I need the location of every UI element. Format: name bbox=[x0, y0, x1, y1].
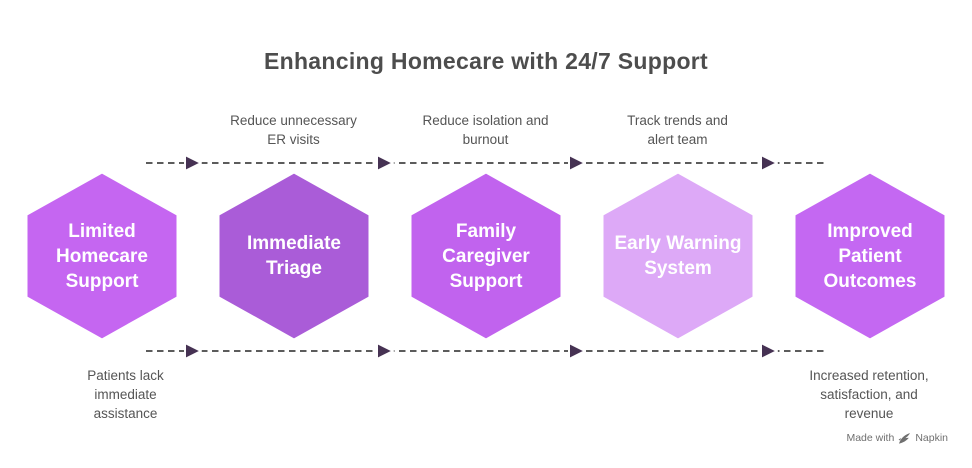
node-label-line: Homecare bbox=[56, 245, 148, 267]
edge-label-line: immediate bbox=[94, 387, 157, 402]
arrowhead-icons bbox=[184, 154, 778, 360]
hexagon-shape bbox=[216, 170, 372, 342]
watermark: Made with Napkin bbox=[846, 431, 948, 445]
node-improved-patient-outcomes: Improved Patient Outcomes bbox=[791, 170, 949, 342]
arrowhead-icon bbox=[184, 342, 202, 360]
edge-label-line: Patients lack bbox=[87, 368, 164, 383]
node-label: Limited Homecare Support bbox=[23, 170, 181, 342]
node-label: Improved Patient Outcomes bbox=[791, 170, 949, 342]
node-label-line: Improved bbox=[827, 220, 913, 242]
edge-label-line: assistance bbox=[93, 406, 158, 421]
node-label-line: Support bbox=[449, 270, 523, 292]
hexagon-shape bbox=[24, 170, 180, 342]
node-label-line: Immediate bbox=[247, 233, 341, 254]
node-label-line: Limited bbox=[68, 220, 136, 242]
node-immediate-triage: Immediate Triage bbox=[215, 170, 373, 342]
node-label: Family Caregiver Support bbox=[407, 170, 565, 342]
node-limited-homecare-support: Limited Homecare Support bbox=[23, 170, 181, 342]
edge-label-line: Increased retention, bbox=[809, 368, 929, 383]
node-family-caregiver-support: Family Caregiver Support bbox=[407, 170, 565, 342]
arrowhead-icon bbox=[568, 154, 586, 172]
hexagon-shape bbox=[600, 170, 756, 342]
arrowhead-icon bbox=[568, 342, 586, 360]
arrowhead-icon bbox=[376, 154, 394, 172]
node-label-line: Patient bbox=[838, 245, 902, 267]
watermark-prefix: Made with bbox=[846, 432, 895, 444]
diagram-title: Enhancing Homecare with 24/7 Support bbox=[263, 48, 709, 74]
edge-label-line: ER visits bbox=[267, 132, 320, 147]
node-label-line: Support bbox=[65, 270, 139, 292]
edge-label-line: burnout bbox=[462, 132, 509, 147]
arrowhead-icon bbox=[376, 342, 394, 360]
arrowhead-icon bbox=[184, 154, 202, 172]
hexagon-shape bbox=[792, 170, 948, 342]
edge-label-patients-lack-assistance: Patients lack immediate assistance bbox=[87, 366, 164, 423]
edge-label-reduce-isolation: Reduce isolation and burnout bbox=[422, 111, 548, 149]
edge-label-line: satisfaction, and bbox=[820, 387, 918, 402]
edge-label-increased-retention: Increased retention, satisfaction, and r… bbox=[809, 366, 928, 423]
arrowhead-icon bbox=[760, 154, 778, 172]
node-label: Early Warning System bbox=[599, 170, 757, 342]
hexagon-shape bbox=[408, 170, 564, 342]
node-label: Immediate Triage bbox=[215, 170, 373, 342]
edge-label-line: alert team bbox=[647, 132, 708, 147]
node-label-line: Caregiver bbox=[442, 245, 530, 267]
edge-label-line: Reduce isolation and bbox=[422, 113, 549, 128]
edge-label-reduce-er-visits: Reduce unnecessary ER visits bbox=[230, 111, 357, 149]
node-label-line: Outcomes bbox=[823, 270, 917, 292]
node-label-line: Triage bbox=[266, 258, 322, 279]
node-label-line: System bbox=[644, 258, 712, 279]
dashed-connector-lines bbox=[146, 162, 827, 352]
edge-label-line: Track trends and bbox=[627, 113, 728, 128]
node-label-line: Family bbox=[455, 220, 517, 242]
edge-label-line: Reduce unnecessary bbox=[230, 113, 357, 128]
node-label-line: Early Warning bbox=[614, 233, 742, 254]
edge-label-line: revenue bbox=[844, 406, 894, 421]
watermark-brand: Napkin bbox=[915, 432, 948, 444]
node-early-warning-system: Early Warning System bbox=[599, 170, 757, 342]
arrowhead-icon bbox=[760, 342, 778, 360]
napkin-logo-icon bbox=[898, 432, 911, 444]
edge-label-track-trends: Track trends and alert team bbox=[627, 111, 728, 149]
